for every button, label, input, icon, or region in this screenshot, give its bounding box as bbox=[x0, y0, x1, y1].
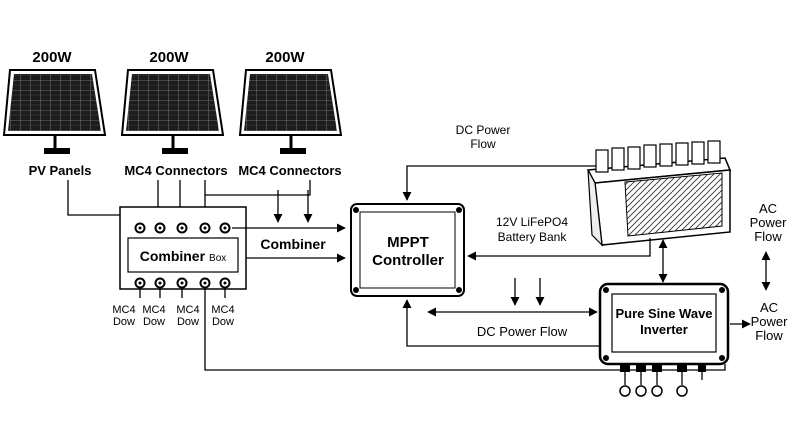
panel-3-image bbox=[238, 69, 343, 154]
mc4-connectors-label-1: MC4 Connectors bbox=[124, 163, 227, 178]
solar-panel-2: 200W MC4 Connectors bbox=[120, 49, 228, 178]
dc-flow-bottom: DC Power Flow bbox=[402, 278, 600, 347]
battery-cells bbox=[595, 140, 721, 173]
dc-flow-bottom-label: DC Power Flow bbox=[477, 324, 568, 339]
combiner-to-mppt-wires: Combiner bbox=[232, 223, 346, 263]
pv-panels-label: PV Panels bbox=[29, 163, 92, 178]
solar-panel-3: 200W MC4 Connectors bbox=[238, 49, 343, 178]
combiner-return-wire bbox=[204, 288, 726, 371]
panel-2-wattage: 200W bbox=[149, 49, 189, 66]
panel-3-wattage: 200W bbox=[265, 49, 305, 66]
combiner-side-label: Combiner bbox=[260, 236, 326, 252]
panel-2-image bbox=[120, 69, 225, 154]
panel-1-wattage: 200W bbox=[32, 49, 72, 66]
solar-panel-1: 200W PV Panels bbox=[2, 49, 107, 178]
combiner-top-terminals bbox=[134, 222, 231, 234]
battery-bank bbox=[586, 140, 732, 247]
inverter-terminals bbox=[619, 364, 706, 397]
panel-1-image bbox=[2, 69, 107, 154]
mc4-connectors-label-2: MC4 Connectors bbox=[238, 163, 341, 178]
combiner-bottom-terminals bbox=[134, 277, 231, 289]
battery-wires bbox=[467, 238, 668, 283]
